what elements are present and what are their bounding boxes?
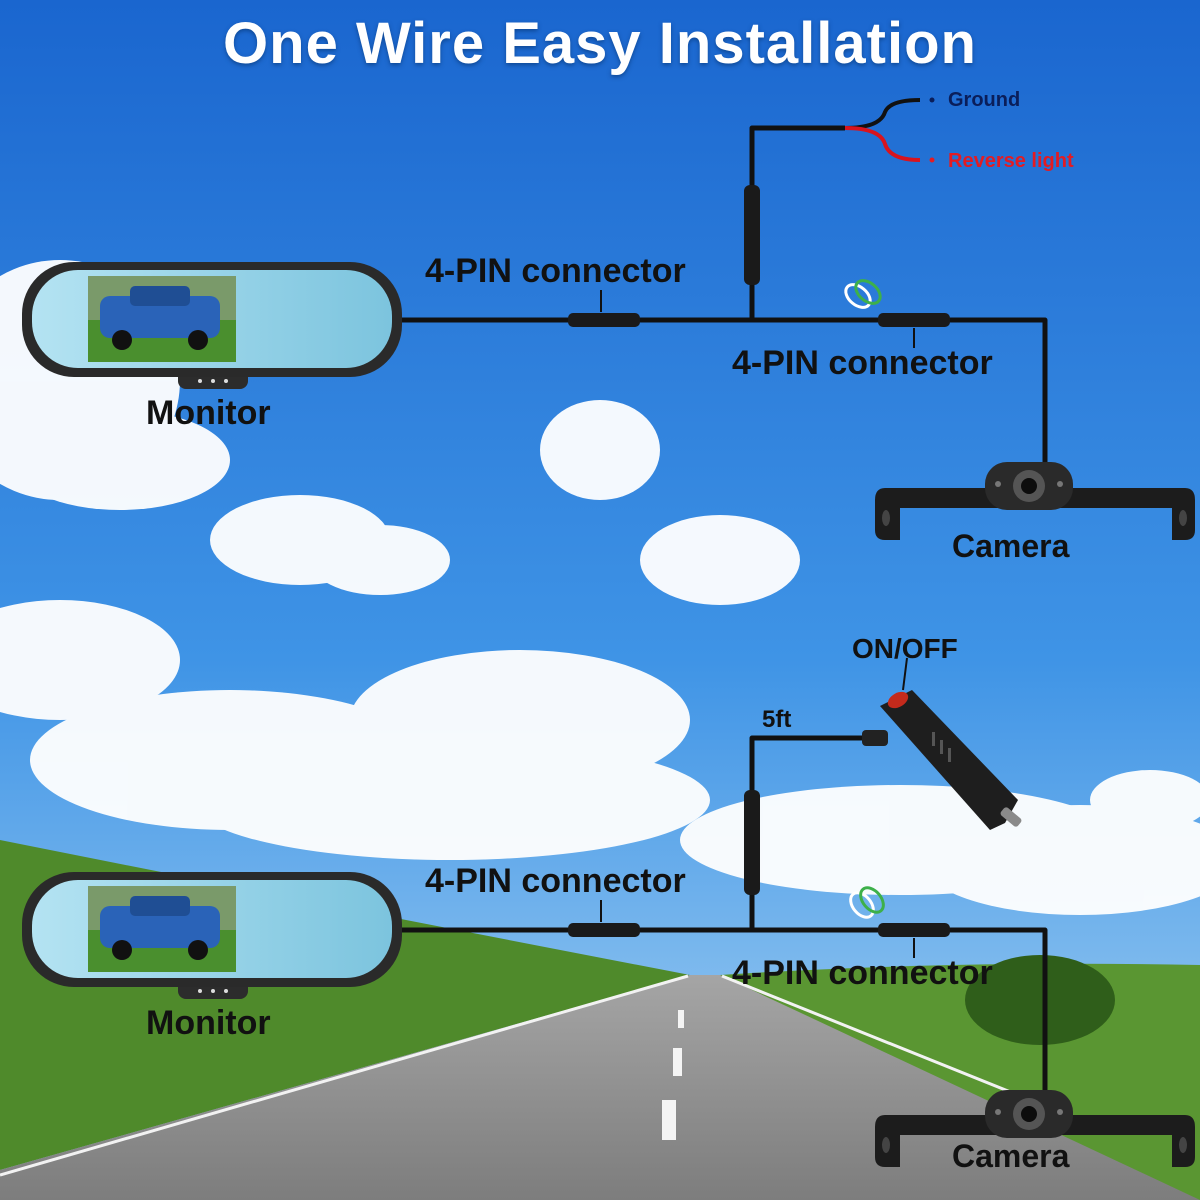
connector-label: 4-PIN connector xyxy=(425,862,686,900)
connector-label: 4-PIN connector xyxy=(425,252,686,290)
power-connector xyxy=(744,185,760,285)
camera-plate-frame xyxy=(875,462,1195,540)
loop-wire xyxy=(844,279,882,309)
four-pin-connector xyxy=(878,313,950,327)
road-edge xyxy=(0,974,689,1177)
road-lane-dashes xyxy=(662,1010,684,1140)
connector-label: 4-PIN connector xyxy=(732,954,993,992)
ground-dot xyxy=(929,97,935,103)
loop-wire xyxy=(849,886,885,919)
monitor-label: Monitor xyxy=(146,1004,271,1042)
tree xyxy=(965,955,1115,1045)
power-connector xyxy=(744,790,760,895)
connector-label: 4-PIN connector xyxy=(732,344,993,382)
ground-wire xyxy=(844,98,921,130)
four-pin-connector xyxy=(568,923,640,937)
ground-label: Ground xyxy=(948,89,1021,111)
on-off-label: ON/OFF xyxy=(852,633,958,664)
switch-pointer xyxy=(902,657,908,691)
camera-plate-frame xyxy=(875,1090,1195,1167)
reverse-dot xyxy=(929,157,935,163)
monitor-label: Monitor xyxy=(146,394,271,432)
camera-label: Camera xyxy=(952,1138,1070,1174)
cable-length-label: 5ft xyxy=(762,706,792,733)
monitor-mirror xyxy=(22,262,402,389)
reverse-wire xyxy=(844,126,921,162)
reverse-light-label: Reverse light xyxy=(948,150,1074,172)
camera-label: Camera xyxy=(952,528,1070,564)
four-pin-connector xyxy=(568,313,640,327)
clouds xyxy=(0,260,1200,915)
page-title: One Wire Easy Installation xyxy=(223,11,977,76)
cigarette-lighter-plug xyxy=(862,690,1022,830)
four-pin-connector xyxy=(878,923,950,937)
monitor-mirror xyxy=(22,872,402,999)
